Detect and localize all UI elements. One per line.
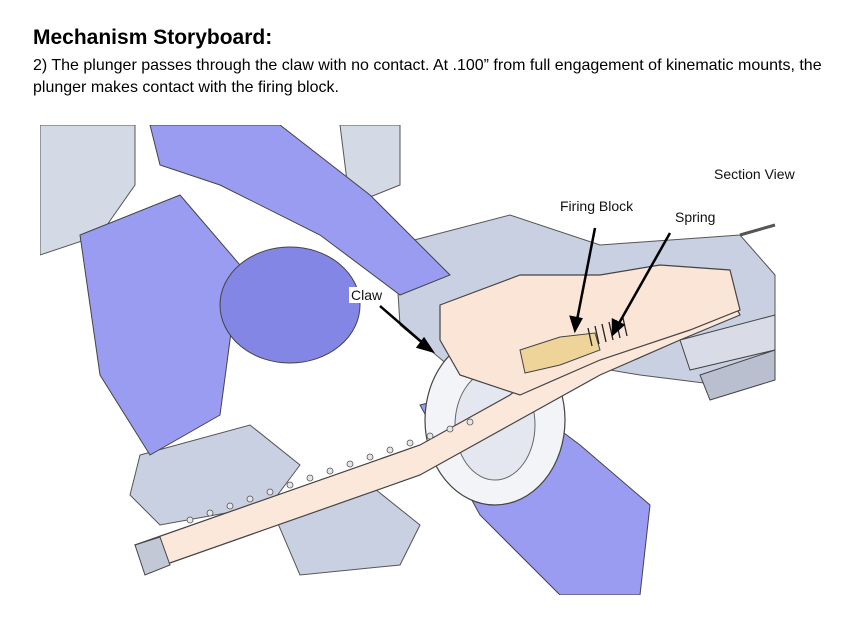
slide-title: Mechanism Storyboard: <box>33 26 273 49</box>
slide-description: 2) The plunger passes through the claw w… <box>33 57 822 96</box>
top-right-rod <box>739 223 776 237</box>
mechanism-section-figure <box>40 125 776 595</box>
claw-label: Claw <box>349 287 385 303</box>
firing-block-label: Firing Block <box>560 198 634 214</box>
left-end-fitting <box>134 536 171 576</box>
gray-housing-left <box>40 125 136 256</box>
right-shaft-dark <box>699 349 776 401</box>
spring <box>587 317 628 347</box>
rod-springs <box>186 418 474 524</box>
spring-label: Spring <box>675 209 716 225</box>
section-view-label: Section View <box>714 166 795 182</box>
firing-block <box>519 332 601 374</box>
blue-bar-left <box>79 194 241 456</box>
pointer-arrows <box>379 227 672 354</box>
blue-hub <box>219 246 361 364</box>
blue-bar-upper <box>149 125 451 296</box>
